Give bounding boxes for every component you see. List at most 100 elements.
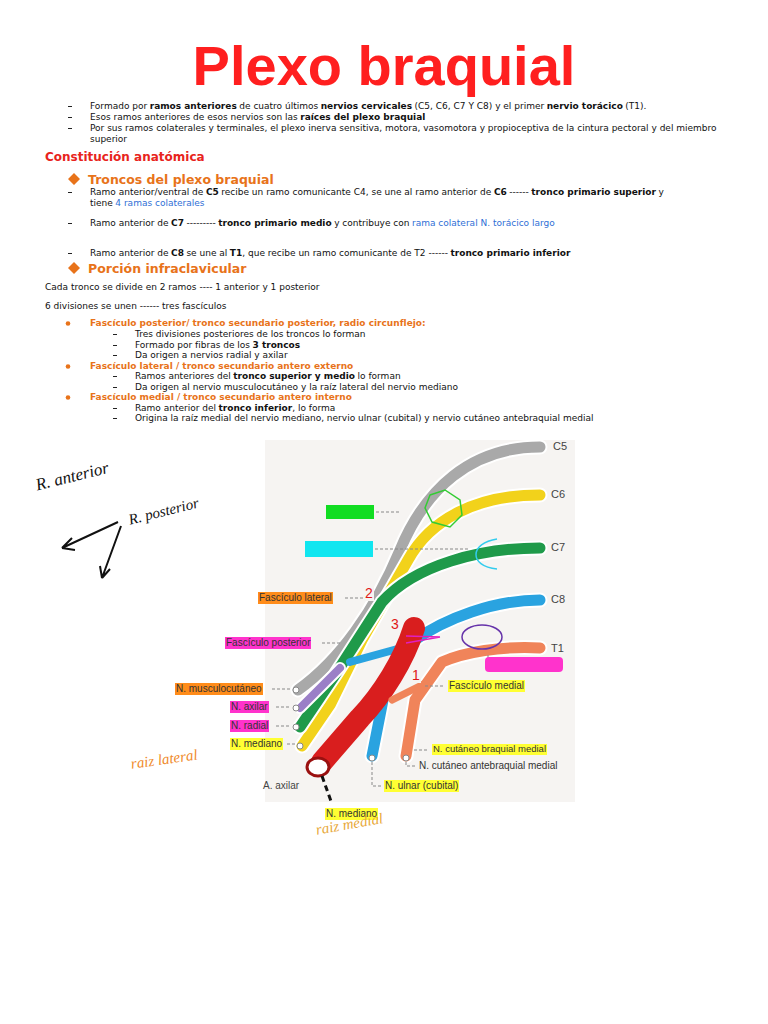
dot [66,395,71,400]
text-run: Ramo anterior del [135,403,216,413]
text-run: , que recibe un ramo comunicante de T2 -… [242,248,448,258]
text-line: Ramos anteriores deltronco superior y me… [135,371,735,382]
text-run: Ramo anterior/ventral de [90,187,203,197]
leader-line [276,707,291,708]
text-run: tronco primario superior [531,187,656,197]
hand-outline [425,490,462,527]
text-run: Fascículo medial / tronco secundario ant… [90,392,352,402]
text-run: nervios cervicales [321,101,412,111]
leader-line [376,512,400,513]
cord-label: Fascículo lateral [258,592,333,604]
text-run: Ramo anterior de [90,218,169,228]
text-line: Porción infraclavicular [88,261,488,276]
text-run: rama colateral N. torácico largo [412,218,555,228]
text-run: se une al [186,248,227,258]
nerve-end [369,755,375,761]
text-line: Formado porramos anterioresde cuatro últ… [90,101,762,112]
root-label: C6 [550,488,566,501]
text-run: (C5, C6, C7 Y C8) y el primer [415,101,545,111]
hand-arrow [62,522,118,550]
text-run: tronco superior y medio [233,371,355,381]
text-run: Formado por fibras de los [135,340,250,350]
hand-outline [462,625,502,649]
text-run: T1 [230,248,242,258]
highlight-bar [326,505,374,519]
handwritten-note: R. anterior [33,458,112,495]
text-line: Da origen al nervio musculocutáneo y la … [135,382,735,393]
text-run: --------- [186,218,215,228]
nerve-axillary [300,668,340,708]
text-run: Por sus ramos colaterales y terminales, … [90,123,717,144]
text-line: Cada tronco se divide en 2 ramos ---- 1 … [45,282,645,293]
text-line: Origina la raíz medial del nervio median… [135,413,760,424]
dash [113,334,117,335]
nerve-ends [293,687,409,761]
text-run: recibe un ramo comunicante C4, se une al… [221,187,491,197]
artery-end [307,758,329,776]
text-run: Da origen al nervio musculocutáneo y la … [135,382,458,392]
hand-arrow [406,636,440,643]
text-run: Fascículo posterior/ tronco secundario p… [90,318,426,328]
nerve-end [293,724,299,730]
text-line: Fascículo lateral / tronco secundario an… [90,361,690,372]
callout-number: 2 [364,585,374,601]
nerve-label: N. ulnar (cubital) [384,780,459,792]
text-run: raíces del plexo braquial [300,112,425,122]
text-run: Esos ramos anteriores de esos nervios so… [90,112,298,122]
text-run: tronco inferior [219,403,293,413]
root-label: C5 [552,440,568,453]
text-run: lo forman [358,371,401,381]
nerve-label: N. cutáneo antebraquial medial [418,760,558,772]
text-run: Tres divisiones posteriores de los tronc… [135,329,366,339]
text-run: Cada tronco se divide en 2 ramos ---- 1 … [45,282,320,292]
callout-number: 3 [390,616,400,632]
leader-line [372,762,381,786]
callout-number: 1 [411,667,421,683]
highlight-bar [485,657,563,672]
diamond [68,173,80,185]
dash [68,253,72,254]
text-run: ------ [509,187,529,197]
text-line: Por sus ramos colaterales y terminales, … [90,123,750,145]
text-run: de cuatro últimos [239,101,318,111]
cord-label: Fascículo posterior [225,637,311,649]
nerve-label: N. cutáneo braquial medial [432,744,547,755]
dash [113,376,117,377]
highlight-bar [305,541,373,557]
text-run: y contribuye con [334,218,409,228]
highlight-bars [305,505,563,672]
text-run: Origina la raíz medial del nervio median… [135,413,593,423]
figure-ground [265,440,575,802]
text-run: ramos anteriores [150,101,237,111]
text-line: Ramo anterior deltronco inferior, lo for… [135,403,735,414]
dash [113,387,117,388]
hand-marks [62,490,502,649]
text-run: C6 [494,187,507,197]
artery-label: A. axilar [262,780,300,792]
text-line: Da origen a nervios radial y axilar [135,350,735,361]
text-run: Ramo anterior de [90,248,169,258]
text-run: 6 divisiones se unen ------ tres fascícu… [45,301,226,311]
dash [113,408,117,409]
text-line: Esos ramos anteriores de esos nervios so… [90,112,762,123]
text-run: tronco primario medio [218,218,331,228]
leader-line [287,744,295,745]
text-run: nervio torácico [547,101,623,111]
text-run: C5 [206,187,219,197]
dashed-pointer [322,776,332,804]
dot [66,364,71,369]
nerve-end [293,687,299,693]
leader-line [406,762,415,766]
leader-line [375,549,468,550]
text-run: Porción infraclavicular [88,261,246,276]
nerve-end [403,755,409,761]
text-run: Fascículo lateral / tronco secundario an… [90,361,353,371]
leader-line [322,643,342,644]
nerve-label: N. radial [230,720,269,732]
text-run: Troncos del plexo braquial [88,172,274,187]
hand-outline [476,539,497,569]
handwritten-note: raiz lateral [129,746,200,773]
nerve-outline [300,668,340,708]
text-line: Ramo anterior deC7---------tronco primar… [90,218,762,229]
